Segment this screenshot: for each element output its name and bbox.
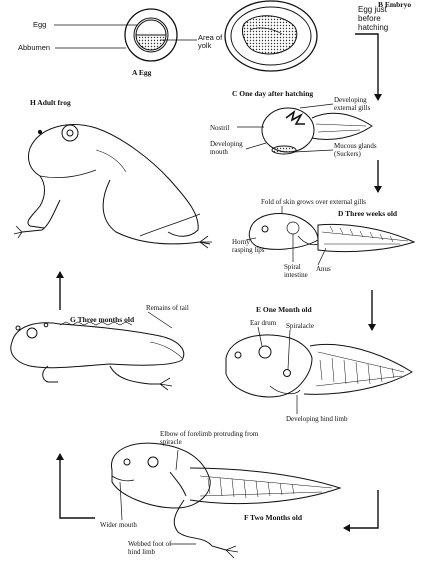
stage-title-one-day: C One day after hatching bbox=[232, 89, 314, 98]
egg-illustration bbox=[54, 8, 197, 62]
one-month-tadpole-illustration bbox=[225, 326, 413, 414]
stage-title-embryo: B Embryo bbox=[378, 0, 412, 9]
label-elbow-forelimb: Elbow of forelimb protruding from spirac… bbox=[160, 430, 259, 446]
label-egg: Egg bbox=[33, 20, 47, 29]
stage-title-egg: A Egg bbox=[132, 68, 152, 77]
stage-title-one-month: E One Month old bbox=[256, 305, 312, 314]
label-anus: Anus bbox=[316, 265, 331, 273]
label-albumen: Abbumen bbox=[18, 43, 51, 52]
label-nostril: Nostril bbox=[210, 124, 230, 132]
one-day-tadpole-illustration bbox=[237, 103, 373, 155]
stage-title-three-months: G Three months old bbox=[70, 315, 135, 324]
label-developing-hind-limb: Developing hind limb bbox=[286, 415, 348, 423]
three-month-froglet-illustration bbox=[10, 311, 185, 391]
embryo-illustration bbox=[224, 0, 318, 72]
label-mucous-glands: Mucous glands (Suckers) bbox=[334, 142, 377, 158]
stage-title-two-months: F Two Months old bbox=[244, 513, 302, 522]
stage-title-adult: H Adult frog bbox=[30, 98, 71, 107]
label-webbed-foot: Webbed foot of hind limb bbox=[128, 540, 172, 556]
label-horny-lips: Horny rasping lips bbox=[232, 238, 265, 254]
label-remains-of-tail: Remains of tail bbox=[146, 304, 189, 312]
label-developing-mouth: Developing mouth bbox=[210, 140, 243, 156]
three-week-tadpole-illustration bbox=[245, 206, 416, 266]
label-ear-drum: Ear drum bbox=[250, 319, 277, 327]
label-spiralacle: Spiralacle bbox=[286, 322, 314, 330]
label-wider-mouth: Wider mouth bbox=[100, 521, 137, 529]
adult-frog-illustration bbox=[13, 124, 212, 249]
label-yolk-area: Area of yolk bbox=[198, 33, 223, 50]
label-skin-fold: Fold of skin grows over external gills bbox=[261, 198, 366, 206]
label-spiral-intestine: Spiral intestine bbox=[284, 263, 308, 279]
label-egg-before-hatching: Egg just before hatching bbox=[358, 5, 389, 32]
stage-title-three-weeks: D Three weeks old bbox=[338, 209, 398, 218]
label-developing-gills: Developing external gills bbox=[334, 96, 371, 112]
two-month-tadpole-illustration bbox=[111, 442, 342, 559]
